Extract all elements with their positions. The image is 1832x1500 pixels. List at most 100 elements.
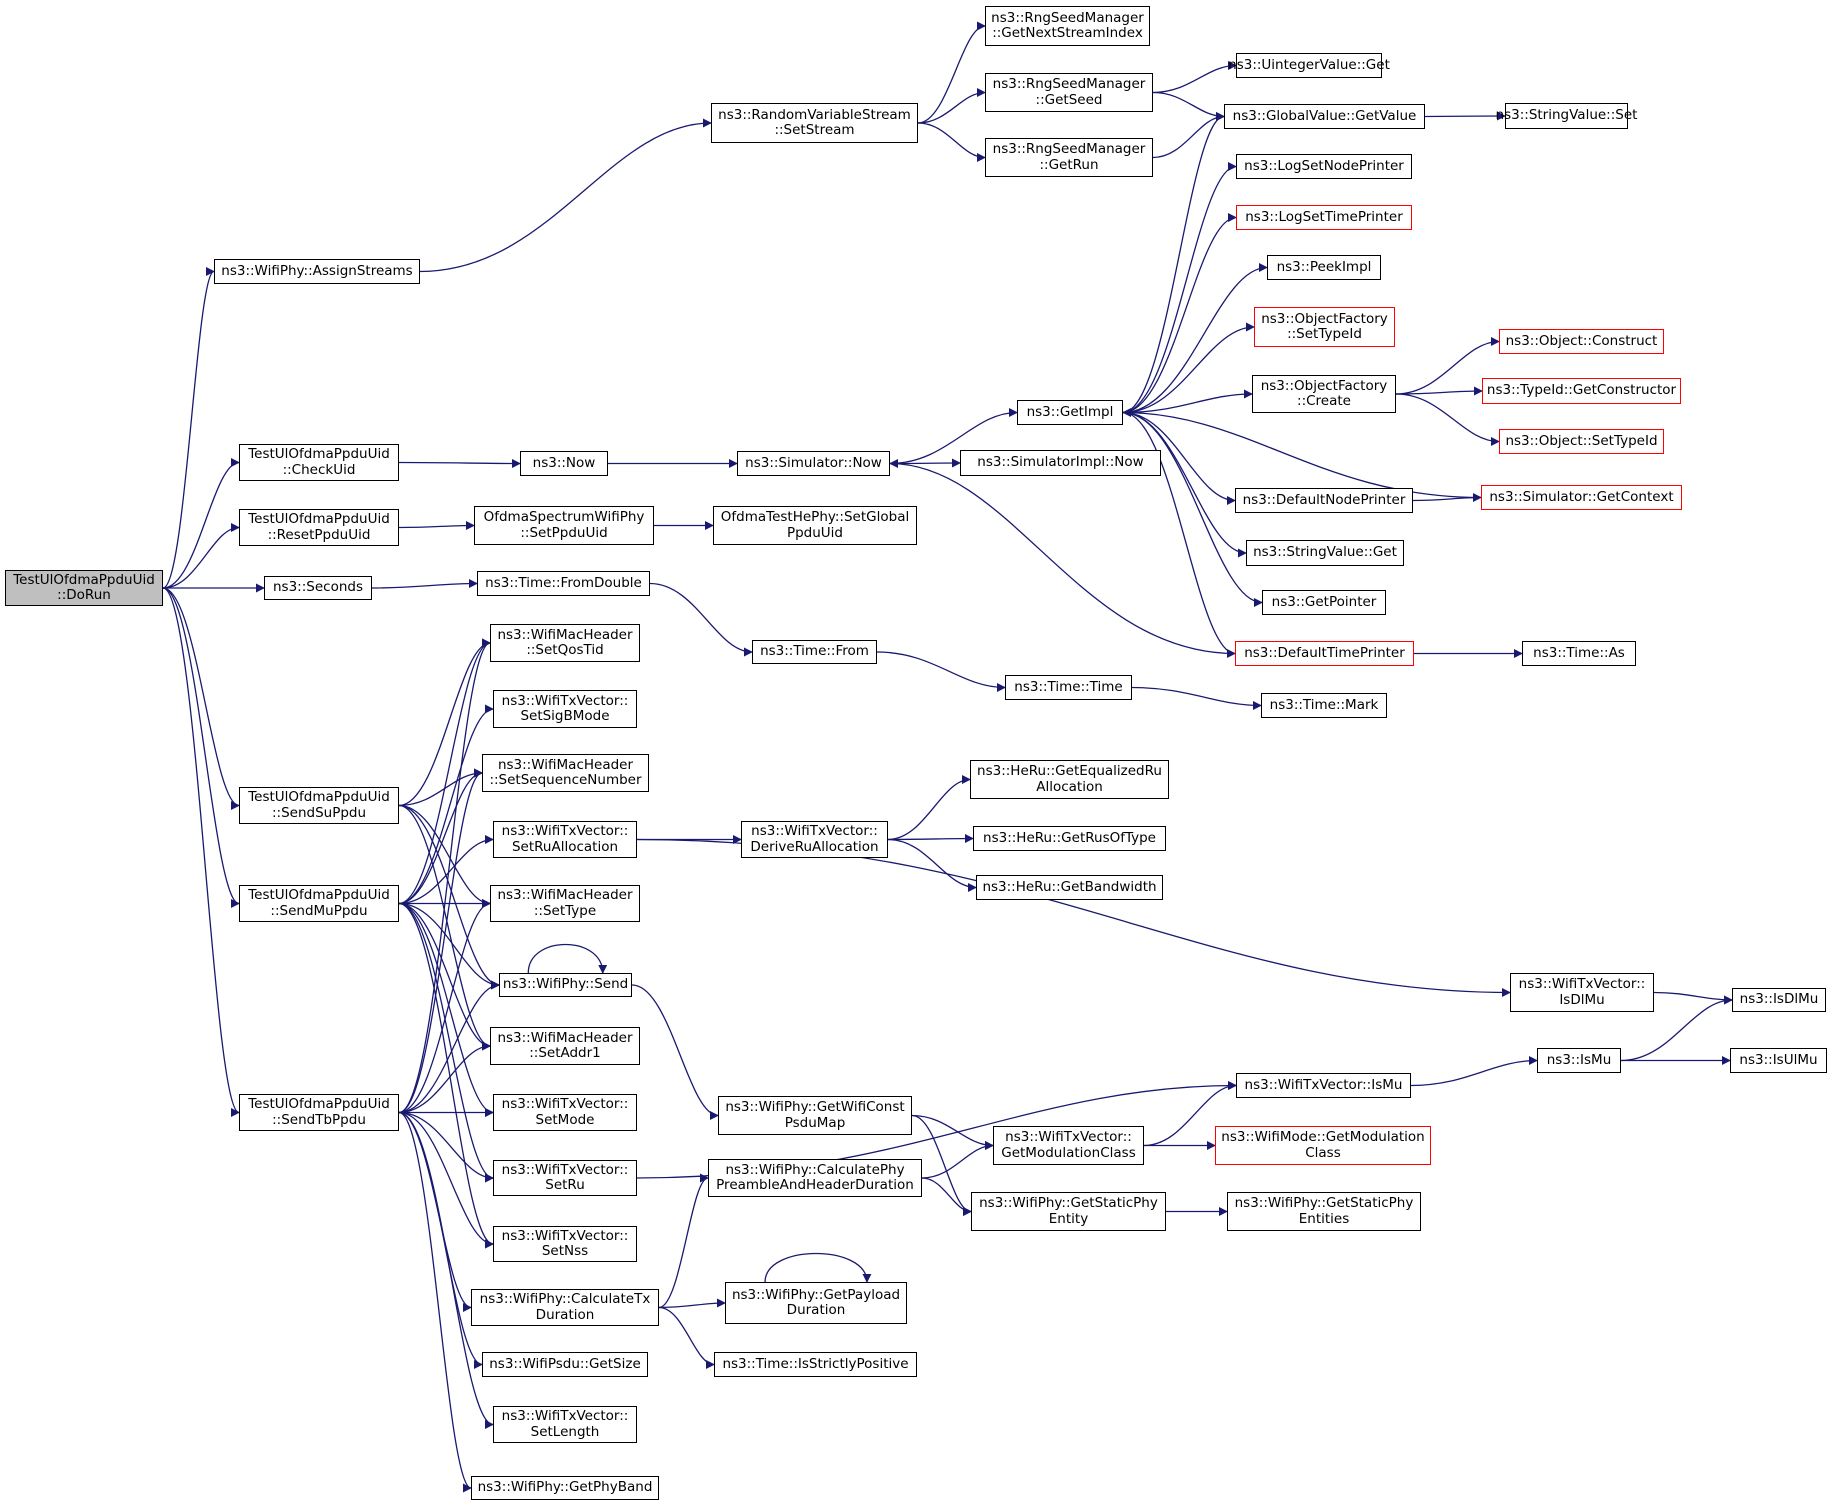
node-label-line: ::SetTypeId	[1287, 326, 1362, 342]
node-wifiphy-send[interactable]: ns3::WifiPhy::Send	[499, 973, 632, 997]
node-now[interactable]: ns3::Now	[520, 451, 608, 476]
node-set-sigb-mode[interactable]: ns3::WifiTxVector::SetSigBMode	[493, 690, 637, 728]
node-get-run[interactable]: ns3::RngSeedManager::GetRun	[985, 138, 1153, 177]
node-typeid-get-constructor[interactable]: ns3::TypeId::GetConstructor	[1482, 378, 1681, 404]
node-time-mark[interactable]: ns3::Time::Mark	[1261, 693, 1387, 718]
node-get-modulation-class[interactable]: ns3::WifiTxVector::GetModulationClass	[993, 1126, 1144, 1165]
node-default-node-printer[interactable]: ns3::DefaultNodePrinter	[1235, 488, 1413, 513]
node-time-from[interactable]: ns3::Time::From	[752, 640, 877, 664]
node-random-variable-set-stream[interactable]: ns3::RandomVariableStream::SetStream	[711, 103, 918, 143]
node-label-line: ns3::Time::Time	[1014, 678, 1123, 695]
node-simulator-impl-now[interactable]: ns3::SimulatorImpl::Now	[960, 450, 1161, 476]
node-get-bandwidth[interactable]: ns3::HeRu::GetBandwidth	[976, 875, 1163, 900]
node-ofdma-set-ppdu-uid[interactable]: OfdmaSpectrumWifiPhy::SetPpduUid	[474, 506, 654, 545]
node-get-seed[interactable]: ns3::RngSeedManager::GetSeed	[985, 73, 1153, 112]
node-get-next-stream-index[interactable]: ns3::RngSeedManager::GetNextStreamIndex	[985, 6, 1150, 46]
edge-dorun-to-sendtb	[162, 587, 240, 1117]
node-set-length[interactable]: ns3::WifiTxVector::SetLength	[493, 1406, 637, 1443]
edge-timefrom-to-timetime	[876, 651, 1006, 692]
node-time-time[interactable]: ns3::Time::Time	[1005, 675, 1132, 700]
edge-sendmu-to-setaddr1	[398, 902, 491, 1051]
node-is-dl-mu[interactable]: ns3::IsDlMu	[1732, 988, 1826, 1012]
node-peek-impl[interactable]: ns3::PeekImpl	[1267, 255, 1381, 280]
edge-getimpl-to-peekimpl	[1122, 263, 1268, 414]
node-label-line: ns3::SimulatorImpl::Now	[977, 454, 1144, 471]
edge-sendmu-to-setnss	[398, 902, 494, 1249]
edge-sendsu-to-settype	[398, 804, 491, 908]
node-reset-ppdu-uid[interactable]: TestUlOfdmaPpduUid::ResetPpduUid	[239, 509, 399, 546]
node-label-line: ::ResetPpduUid	[267, 526, 371, 543]
node-label-line: PpduUid	[786, 524, 844, 541]
node-global-value-get-value[interactable]: ns3::GlobalValue::GetValue	[1224, 104, 1425, 129]
node-label-line: TestUlOfdmaPpduUid	[248, 887, 390, 903]
edge-simnow-to-getimpl	[889, 408, 1018, 465]
node-label-line: TestUlOfdmaPpduUid	[248, 446, 390, 462]
edge-dorun-to-sendsu	[162, 587, 240, 810]
node-assign-streams[interactable]: ns3::WifiPhy::AssignStreams	[214, 259, 420, 284]
node-uinteger-value-get[interactable]: ns3::UintegerValue::Get	[1228, 53, 1390, 78]
edge-dorun-to-assign	[162, 267, 215, 589]
edge-getrun-to-gvget	[1152, 112, 1225, 159]
node-doRun[interactable]: TestUlOfdmaPpduUid::DoRun	[5, 570, 163, 606]
node-send-tb-ppdu[interactable]: TestUlOfdmaPpduUid::SendTbPpdu	[239, 1094, 399, 1131]
node-is-mu[interactable]: ns3::IsMu	[1537, 1048, 1621, 1073]
edge-ismuv-to-ismu	[1410, 1056, 1538, 1087]
node-log-set-time-printer[interactable]: ns3::LogSetTimePrinter	[1236, 205, 1412, 230]
node-object-set-type-id[interactable]: ns3::Object::SetTypeId	[1499, 429, 1664, 454]
node-time-from-double[interactable]: ns3::Time::FromDouble	[477, 571, 650, 596]
node-is-ul-mu[interactable]: ns3::IsUlMu	[1730, 1048, 1827, 1073]
node-get-pointer[interactable]: ns3::GetPointer	[1262, 590, 1386, 615]
node-get-impl[interactable]: ns3::GetImpl	[1017, 400, 1123, 425]
edge-getimpl-to-gvget	[1122, 112, 1225, 414]
node-object-construct[interactable]: ns3::Object::Construct	[1499, 329, 1664, 354]
node-set-ru-allocation[interactable]: ns3::WifiTxVector::SetRuAllocation	[493, 821, 637, 858]
node-set-mode[interactable]: ns3::WifiTxVector::SetMode	[493, 1094, 637, 1131]
node-label-line: Class	[1305, 1144, 1341, 1161]
node-label-line: ns3::WifiTxVector::	[501, 1096, 629, 1112]
node-txvector-is-dl-mu[interactable]: ns3::WifiTxVector::IsDlMu	[1510, 973, 1654, 1012]
node-set-ru[interactable]: ns3::WifiTxVector::SetRu	[493, 1160, 637, 1196]
node-simulator-get-context[interactable]: ns3::Simulator::GetContext	[1481, 485, 1682, 510]
node-default-time-printer[interactable]: ns3::DefaultTimePrinter	[1235, 641, 1414, 666]
node-log-set-node-printer[interactable]: ns3::LogSetNodePrinter	[1236, 154, 1412, 179]
edge-simctx-to-getimpl	[1122, 408, 1482, 499]
node-set-qos-tid[interactable]: ns3::WifiMacHeader::SetQosTid	[490, 624, 640, 662]
node-set-type[interactable]: ns3::WifiMacHeader::SetType	[490, 885, 640, 922]
node-set-nss[interactable]: ns3::WifiTxVector::SetNss	[493, 1226, 637, 1262]
node-psdu-get-size[interactable]: ns3::WifiPsdu::GetSize	[482, 1352, 648, 1377]
node-object-factory-set-type-id[interactable]: ns3::ObjectFactory::SetTypeId	[1254, 307, 1395, 347]
node-send-su-ppdu[interactable]: TestUlOfdmaPpduUid::SendSuPpdu	[239, 787, 399, 824]
node-string-value-get[interactable]: ns3::StringValue::Get	[1246, 540, 1404, 566]
node-label-line: ns3::HeRu::GetBandwidth	[982, 878, 1157, 895]
node-derive-ru-allocation[interactable]: ns3::WifiTxVector::DeriveRuAllocation	[741, 821, 888, 858]
node-set-sequence-number[interactable]: ns3::WifiMacHeader::SetSequenceNumber	[482, 754, 649, 792]
node-string-value-set[interactable]: ns3::StringValue::Set	[1496, 103, 1637, 129]
node-is-strictly-positive[interactable]: ns3::Time::IsStrictlyPositive	[714, 1352, 917, 1377]
node-label-line: PreambleAndHeaderDuration	[716, 1177, 914, 1193]
node-check-uid[interactable]: TestUlOfdmaPpduUid::CheckUid	[239, 444, 399, 481]
edge-calctx-to-getpayload	[658, 1298, 726, 1309]
node-set-addr1[interactable]: ns3::WifiMacHeader::SetAddr1	[490, 1027, 640, 1065]
edge-sendsu-to-setqos	[398, 638, 491, 807]
node-label-line: ns3::WifiMacHeader	[497, 626, 633, 643]
node-time-as[interactable]: ns3::Time::As	[1522, 641, 1636, 666]
node-seconds[interactable]: ns3::Seconds	[264, 576, 372, 600]
node-get-phy-band[interactable]: ns3::WifiPhy::GetPhyBand	[471, 1476, 659, 1500]
node-get-rus-of-type[interactable]: ns3::HeRu::GetRusOfType	[973, 826, 1166, 851]
edge-rvsset-to-getseed	[917, 88, 986, 124]
node-simulator-now[interactable]: ns3::Simulator::Now	[737, 451, 890, 476]
node-txvector-is-mu[interactable]: ns3::WifiTxVector::IsMu	[1236, 1073, 1411, 1098]
node-label-line: ns3::RngSeedManager	[992, 141, 1146, 157]
node-send-mu-ppdu[interactable]: TestUlOfdmaPpduUid::SendMuPpdu	[239, 885, 399, 922]
node-object-factory-create[interactable]: ns3::ObjectFactory::Create	[1252, 375, 1396, 413]
